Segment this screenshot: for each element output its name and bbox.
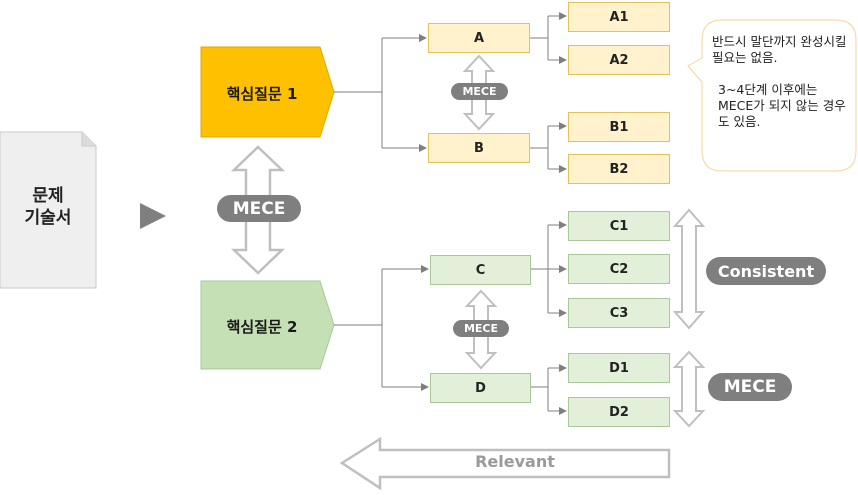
node-c: C (430, 255, 531, 285)
note-line-2: 3~4단계 이후에는 MECE가 되지 않는 경우도 있음. (718, 82, 846, 129)
leaf-mece-badge: MECE (708, 373, 792, 401)
note-line-1: 반드시 말단까지 완성시킬 필요는 없음. (712, 34, 847, 65)
question-2-label: 핵심질문 2 (226, 318, 298, 336)
node-a2: A2 (568, 45, 670, 75)
ab-mece-badge: MECE (451, 83, 508, 100)
flow-triangle-icon (140, 203, 166, 229)
node-d1: D1 (568, 353, 670, 383)
document-shape (0, 131, 97, 289)
leaf-mece-arrow (672, 350, 706, 428)
node-c2: C2 (568, 254, 670, 284)
note-bubble (687, 19, 857, 172)
question-1-shape (200, 46, 335, 138)
node-d2: D2 (568, 397, 670, 427)
node-a: A (428, 23, 530, 53)
node-b: B (428, 133, 530, 163)
node-b2: B2 (568, 154, 670, 184)
main-mece-badge: MECE (217, 195, 301, 222)
relevant-label: Relevant (475, 452, 555, 471)
note-text: 반드시 말단까지 완성시킬 필요는 없음. 3~4단계 이후에는 MECE가 되… (712, 34, 848, 130)
question-1-label: 핵심질문 1 (226, 85, 298, 103)
node-b1: B1 (568, 112, 670, 142)
consistent-badge: Consistent (706, 257, 826, 285)
node-a1: A1 (568, 2, 670, 32)
node-c1: C1 (568, 211, 670, 241)
document-label: 문제 기술서 (24, 186, 72, 228)
node-c3: C3 (568, 298, 670, 328)
node-d: D (430, 373, 531, 403)
question-2-shape (200, 280, 335, 370)
cd-mece-badge: MECE (453, 320, 509, 337)
consistent-arrow (672, 208, 706, 330)
relevant-arrow (339, 436, 671, 491)
